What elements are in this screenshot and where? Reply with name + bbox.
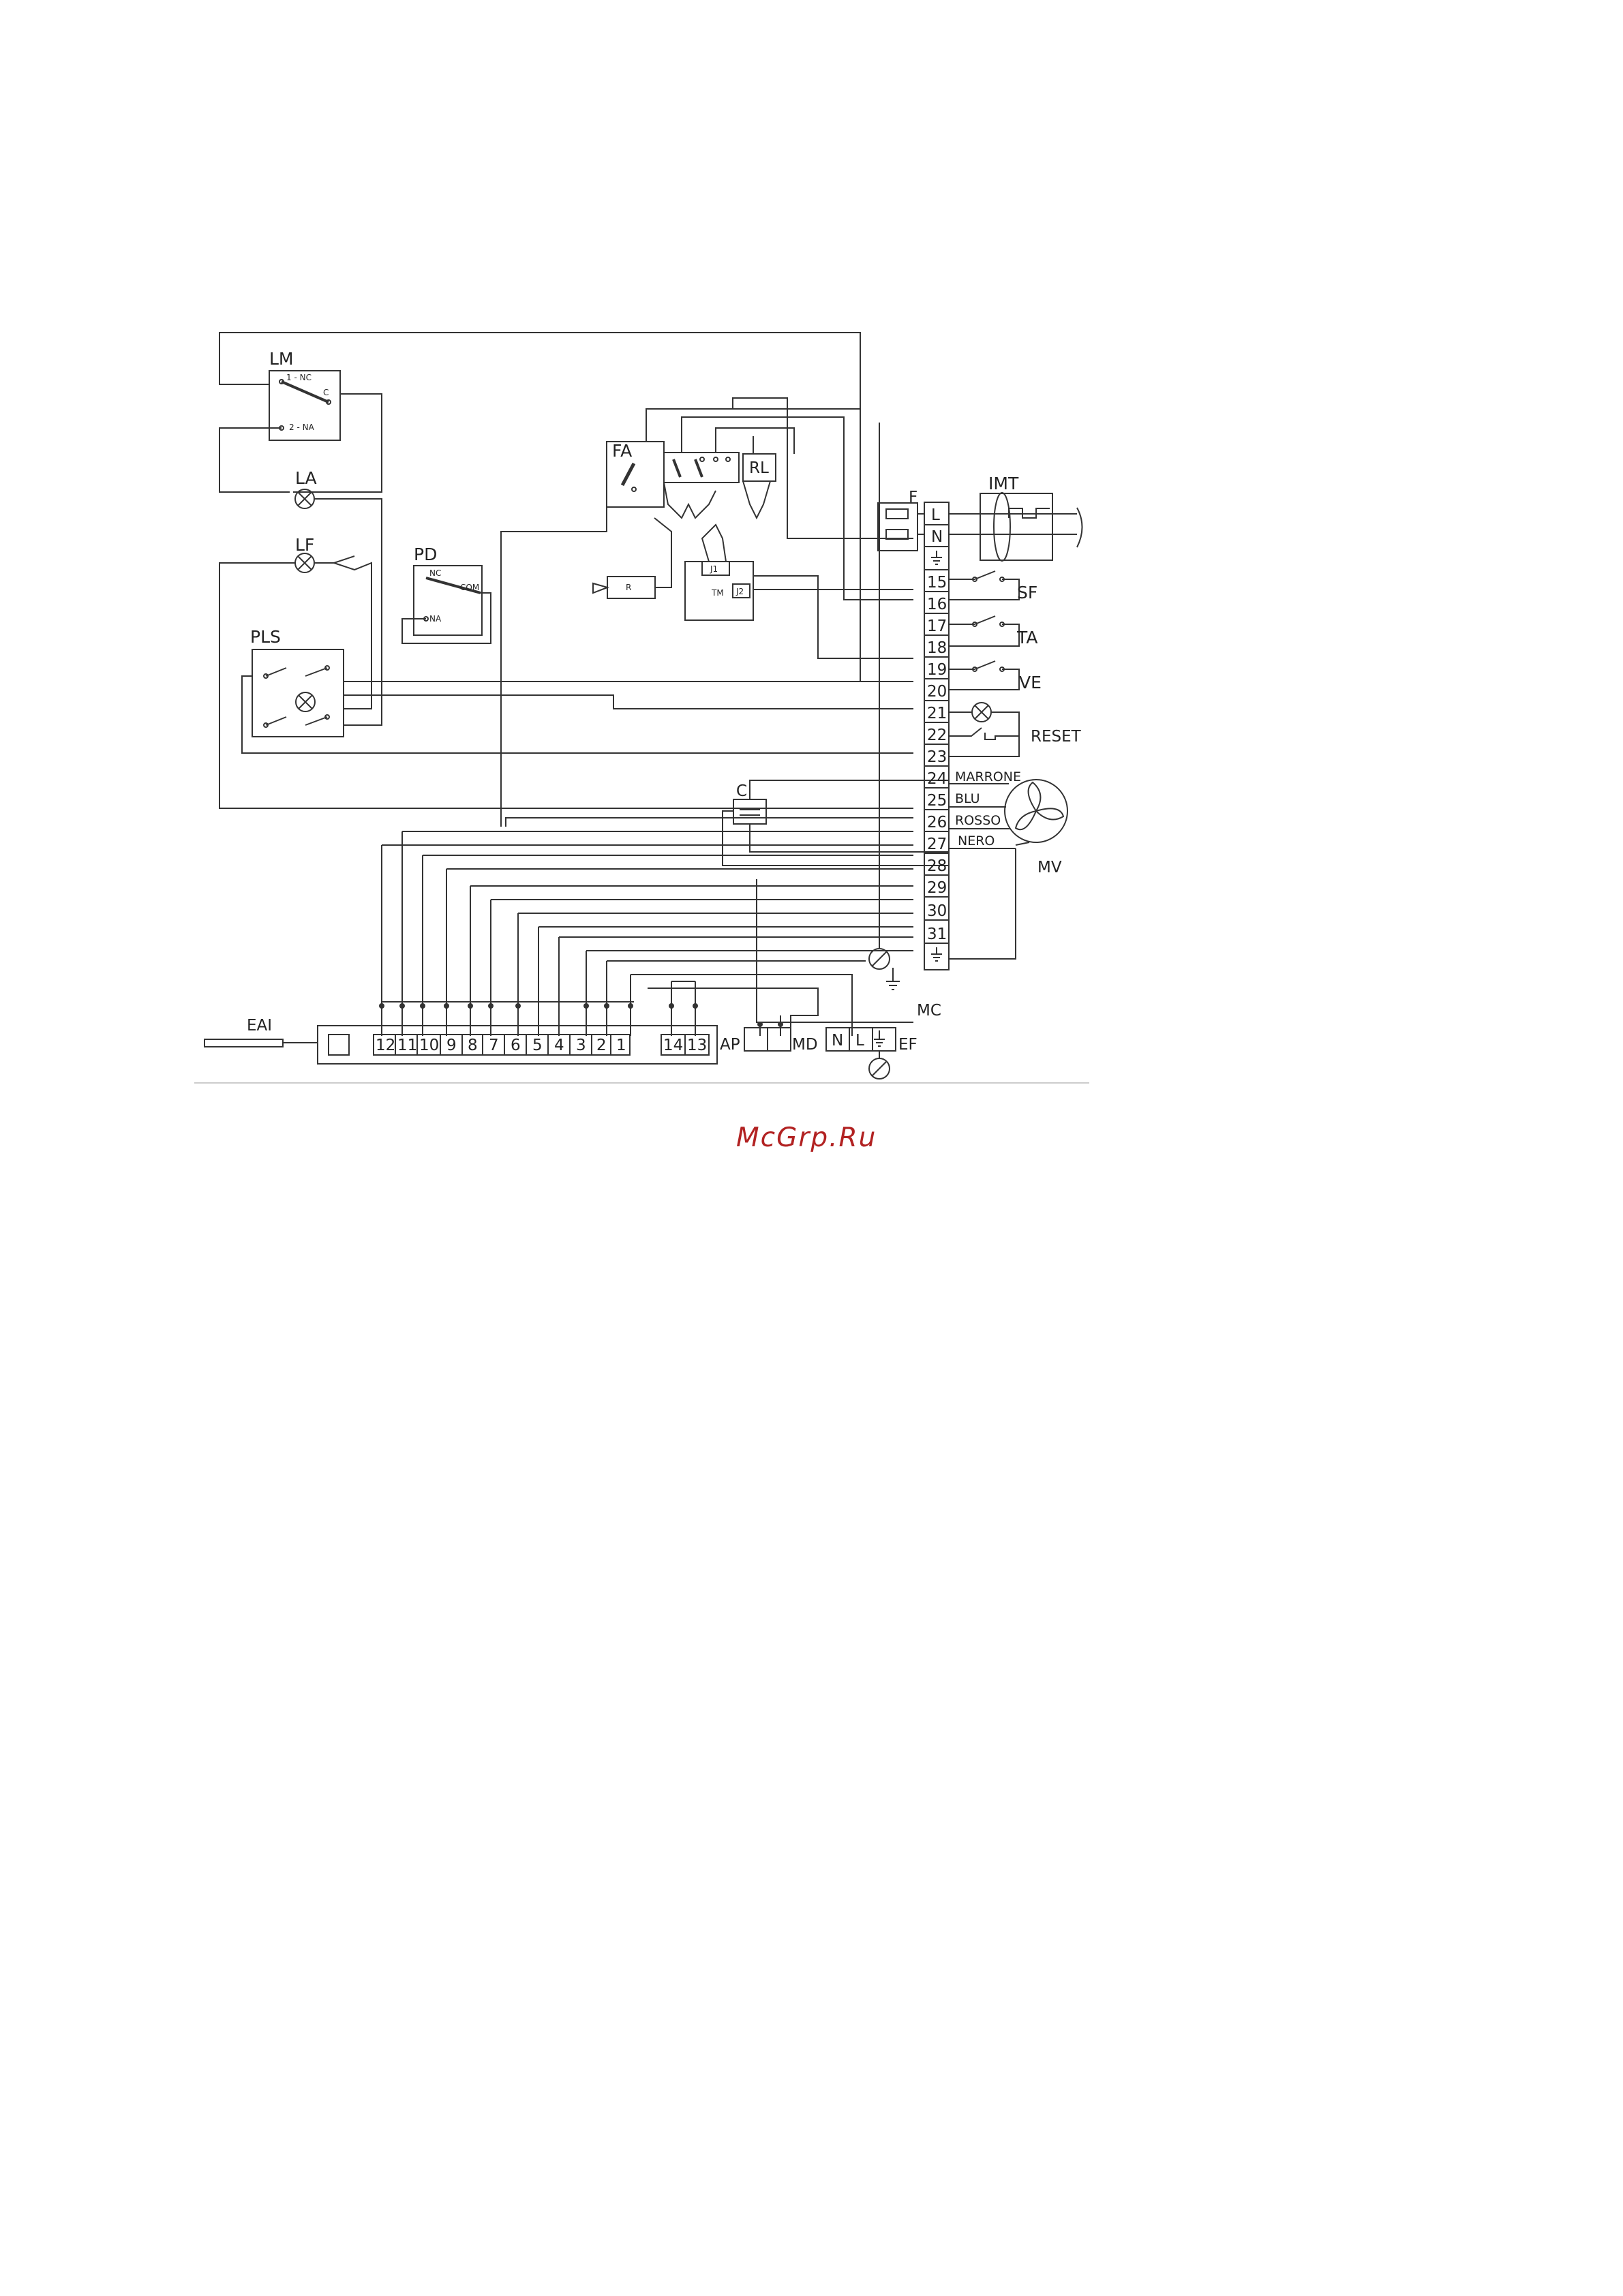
wire bbox=[219, 333, 860, 682]
motor-wire-label: ROSSO bbox=[955, 813, 1001, 828]
ve-switch bbox=[949, 661, 1019, 690]
ap-terminal-label: 5 bbox=[532, 1037, 543, 1054]
ap-terminal-label: 14 bbox=[663, 1037, 683, 1054]
label-md: MD bbox=[792, 1036, 818, 1054]
label-f: F bbox=[909, 489, 917, 506]
ap-terminal-label: 13 bbox=[687, 1037, 707, 1054]
terminal-label: 18 bbox=[927, 639, 947, 657]
terminal-label-n: N bbox=[931, 528, 943, 546]
pd-switch-box bbox=[414, 566, 482, 635]
capacitor-box bbox=[733, 799, 766, 824]
imt-box bbox=[980, 493, 1052, 560]
terminal-label: 15 bbox=[927, 574, 947, 592]
ap-terminal-label: 3 bbox=[576, 1037, 586, 1054]
terminal-label: 28 bbox=[927, 857, 947, 875]
ap-terminal-label: 6 bbox=[511, 1037, 521, 1054]
label-c: C bbox=[736, 782, 747, 800]
terminal-label: 27 bbox=[927, 836, 947, 853]
label-sf: SF bbox=[1017, 583, 1037, 602]
label-pls: PLS bbox=[250, 627, 281, 647]
ta-switch bbox=[949, 616, 1019, 646]
terminal-label-l: L bbox=[931, 506, 940, 524]
fuse-box bbox=[878, 503, 917, 551]
terminal-label: 20 bbox=[927, 683, 947, 701]
label-ve: VE bbox=[1019, 673, 1042, 692]
terminal-label: 17 bbox=[927, 617, 947, 635]
ap-terminal-label: 10 bbox=[419, 1037, 439, 1054]
label-fa: FA bbox=[612, 441, 632, 461]
sf-switch bbox=[949, 571, 1019, 600]
terminal-label: 23 bbox=[927, 748, 947, 766]
label-rl: RL bbox=[749, 459, 769, 477]
label-pd-com: COM bbox=[460, 583, 479, 592]
label-imt: IMT bbox=[988, 474, 1019, 493]
label-j1: J1 bbox=[710, 564, 718, 574]
label-j2: J2 bbox=[735, 587, 744, 596]
terminal-label: 16 bbox=[927, 596, 947, 613]
ap-terminal-label: 7 bbox=[489, 1037, 499, 1054]
label-pd: PD bbox=[414, 545, 437, 564]
watermark: McGrp.Ru bbox=[736, 1122, 877, 1153]
lm-contact bbox=[282, 382, 329, 402]
label-ef: EF bbox=[898, 1036, 917, 1054]
label-pd-nc: NC bbox=[429, 568, 441, 578]
label-lm-nc: 1 - NC bbox=[286, 373, 312, 382]
label-mv: MV bbox=[1037, 859, 1062, 876]
label-lm: LM bbox=[269, 349, 294, 369]
ap-terminal-label: 4 bbox=[554, 1037, 564, 1054]
terminal-label: 29 bbox=[927, 879, 947, 897]
label-ta: TA bbox=[1016, 628, 1037, 647]
motor-wire-label: MARRONE bbox=[955, 769, 1021, 784]
label-lm-c: C bbox=[323, 388, 329, 397]
label-lf: LF bbox=[295, 535, 314, 555]
ap-terminal-label: 8 bbox=[468, 1037, 478, 1054]
terminal-label: 24 bbox=[927, 770, 947, 788]
ap-terminal-label: 12 bbox=[376, 1037, 395, 1054]
terminal-label: 26 bbox=[927, 814, 947, 831]
ap-terminal-label: 9 bbox=[446, 1037, 457, 1054]
ap-terminal-label: 11 bbox=[397, 1037, 417, 1054]
terminal-label: 25 bbox=[927, 792, 947, 810]
terminal-label: 19 bbox=[927, 661, 947, 679]
ap-terminal-label: 1 bbox=[616, 1037, 626, 1054]
label-lm-na: 2 - NA bbox=[289, 423, 315, 432]
label-tm: TM bbox=[711, 588, 724, 598]
ef-terminal-label-l: L bbox=[855, 1032, 864, 1050]
motor-wire-label: NERO bbox=[958, 833, 995, 848]
label-r: R bbox=[626, 583, 631, 592]
label-la: LA bbox=[295, 468, 317, 488]
motor-wire-label: BLU bbox=[955, 791, 980, 806]
terminal-label: 22 bbox=[927, 726, 947, 744]
label-reset: RESET bbox=[1031, 728, 1082, 746]
label-pd-na: NA bbox=[429, 614, 442, 624]
terminal-label: 31 bbox=[927, 925, 947, 943]
label-eai: EAI bbox=[247, 1017, 272, 1035]
terminal-label: 21 bbox=[927, 705, 947, 722]
reset-button bbox=[949, 728, 1019, 739]
label-ap: AP bbox=[720, 1036, 740, 1054]
fa-contact bbox=[622, 463, 634, 485]
ef-terminal-label-n: N bbox=[832, 1032, 843, 1050]
terminal-label: 30 bbox=[927, 902, 947, 920]
label-mc: MC bbox=[917, 1002, 941, 1020]
ap-terminal-label: 2 bbox=[596, 1037, 607, 1054]
